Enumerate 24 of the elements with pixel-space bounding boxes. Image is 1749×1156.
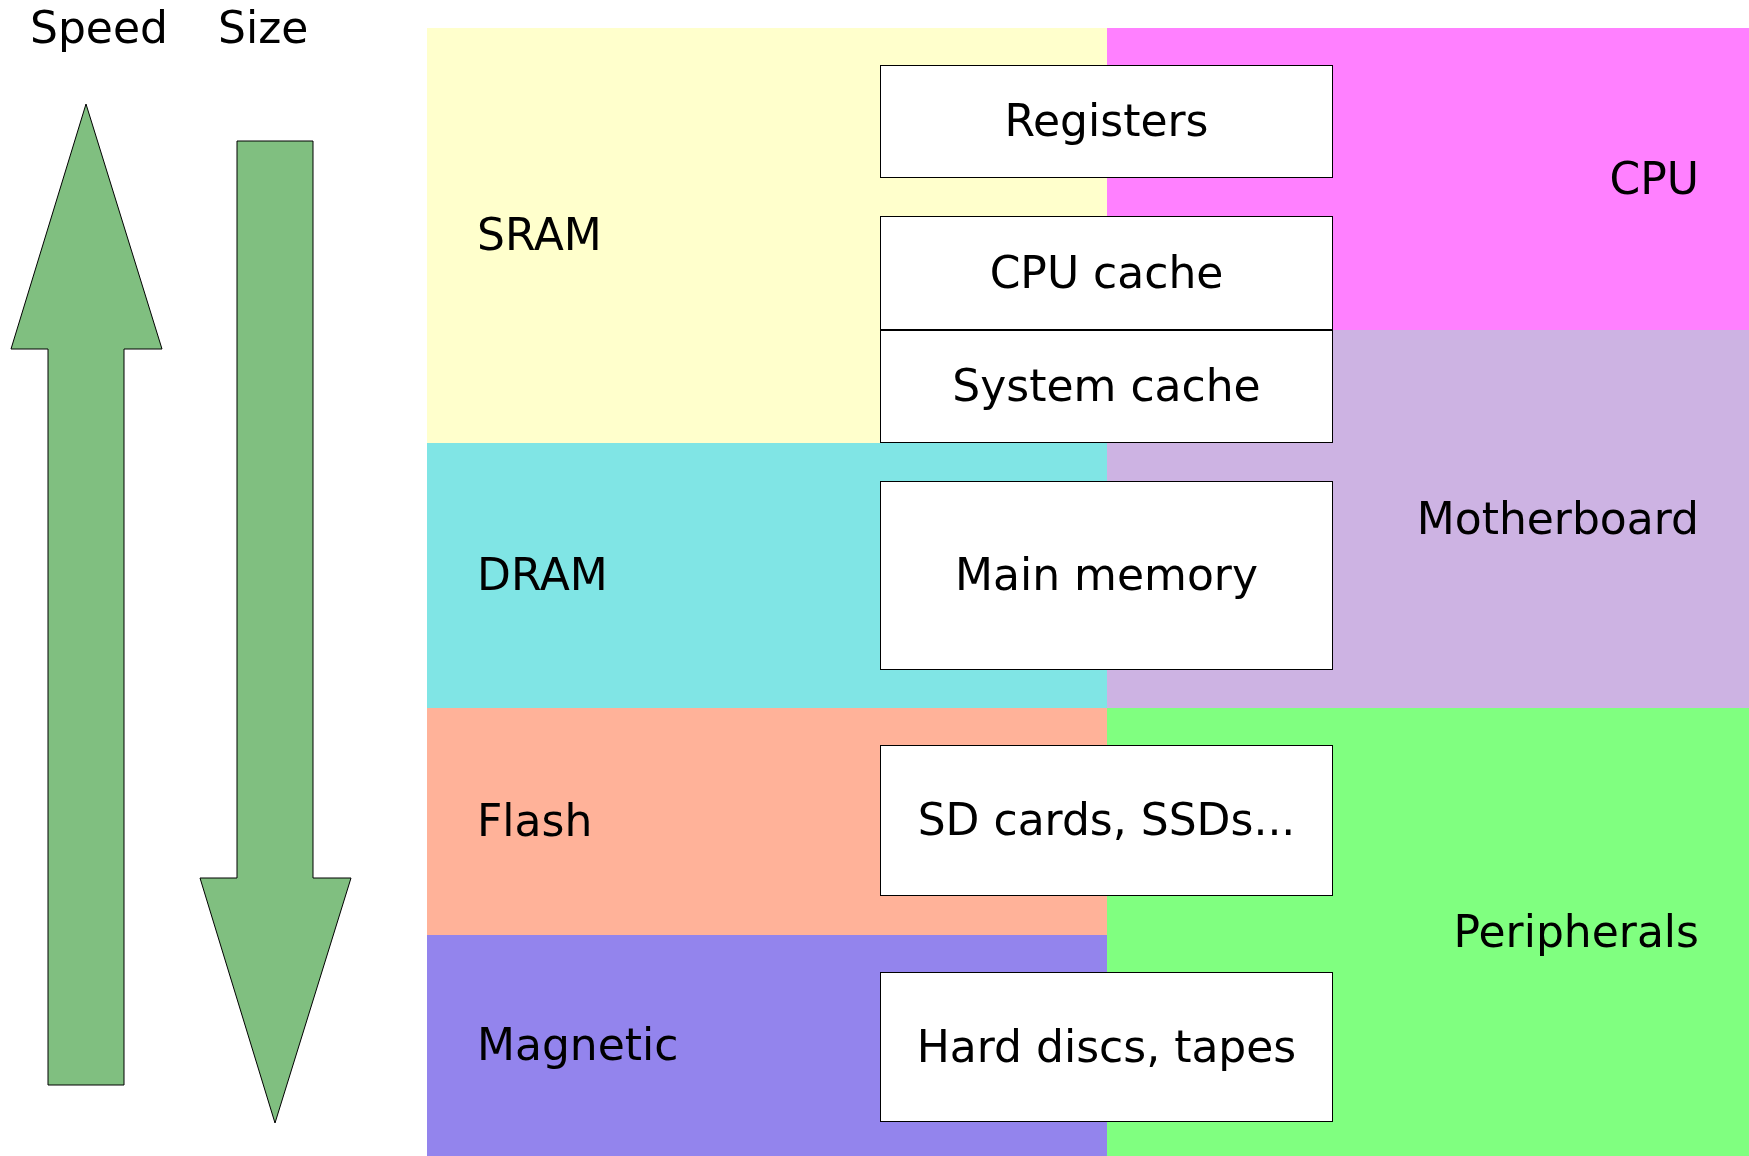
memory-region-band — [427, 935, 880, 1156]
level-label: Hard discs, tapes — [916, 1022, 1297, 1072]
memory-level-box — [880, 972, 1333, 1122]
region-label: Flash — [477, 797, 593, 846]
level-label: SD cards, SSDs... — [917, 796, 1296, 845]
memory-level-box — [880, 481, 1333, 670]
region-label: Magnetic — [477, 1021, 679, 1070]
region-label: DRAM — [477, 551, 608, 600]
memory-level-box — [880, 330, 1333, 443]
axis-label: Speed — [30, 6, 168, 50]
memory-region-band — [427, 708, 880, 935]
memory-level-box — [880, 65, 1333, 178]
region-label: Motherboard — [1416, 494, 1699, 544]
memory-level-box — [880, 745, 1333, 896]
axis-label: Size — [218, 6, 309, 50]
level-label: Registers — [1004, 97, 1209, 146]
region-label: CPU — [1609, 154, 1699, 204]
level-label: Main memory — [955, 551, 1258, 600]
region-label: SRAM — [477, 211, 602, 260]
memory-level-box — [880, 216, 1333, 330]
memory-region-band — [427, 443, 880, 708]
level-label: System cache — [952, 362, 1261, 411]
region-label: Peripherals — [1453, 907, 1699, 957]
level-label: CPU cache — [989, 248, 1224, 298]
